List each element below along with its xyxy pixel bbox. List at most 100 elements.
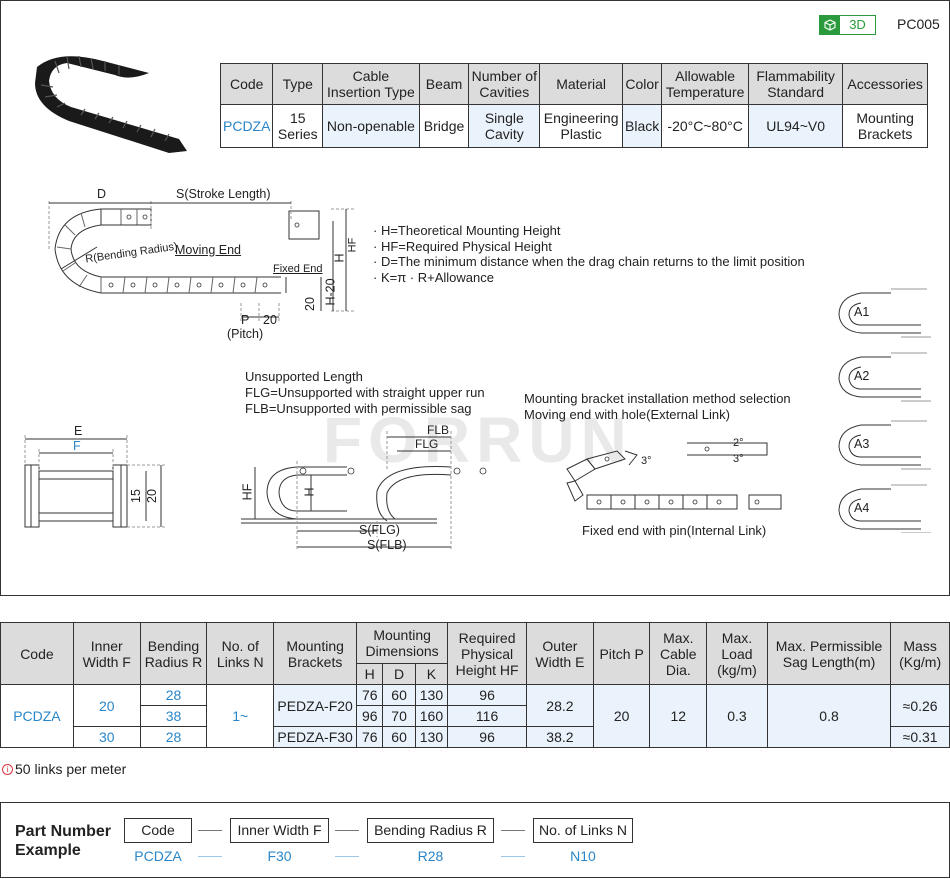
product-code: PC005 [897,16,940,32]
cell-pitch: 20 [592,684,651,748]
dimension-notes: · H=Theoretical Mounting Height · HF=Req… [373,223,805,286]
note-line: · HF=Required Physical Height [373,238,552,254]
spec-cell: Engineering Plastic [539,104,624,148]
cell-k: 130 [414,684,449,706]
cell-bracket: PEDZA-F20 [273,684,358,727]
dim-f: F [73,439,81,453]
dim-hf: HF [346,237,359,253]
product-info-panel: 3D PC005 Code Type Cable Insertion Type … [0,0,950,596]
spec-cell: Non-openable [322,104,420,148]
spec-header: Code [219,63,274,105]
pn-field-code: Code [124,818,192,843]
pn-value-links: N10 [570,848,596,864]
spec-header: Number of Cavities [468,63,541,105]
pn-value-separator [198,856,222,857]
links-note: i 50 links per meter [2,761,126,777]
table-row: PCDZA 20 28 1~ PEDZA-F20 76 60 130 96 28… [0,684,950,748]
spec-header: Color [622,63,663,105]
pn-field-links: No. of Links N [533,818,633,843]
pn-value-bending-radius: R28 [417,848,444,864]
spec-table: Code Type Cable Insertion Type Beam Numb… [219,63,928,148]
cell-mass: ≈0.26 [890,684,950,727]
cell-bracket: PEDZA-F30 [273,726,358,748]
cell-d: 70 [382,705,416,727]
cell-hf: 116 [447,705,528,727]
angle-2: 2° [733,437,744,449]
col-k: K [414,663,449,685]
col-h: H [356,663,384,685]
dim-h-20: H-20 [323,278,338,306]
col-links: No. of Links N [206,622,275,685]
unsupported-flb: FLB=Unsupported with permissible sag [245,401,472,416]
note-line: · H=Theoretical Mounting Height [373,223,561,238]
pn-field-inner-width: Inner Width F [230,818,329,843]
cell-h: 76 [356,684,384,706]
moving-end-label: Moving End [175,243,242,257]
dim-p: P [241,313,250,327]
spec-header: Cable Insertion Type [322,63,420,105]
cell-cable-dia: 12 [649,684,708,748]
cell-links: 1~ [206,684,275,748]
pitch-label: (Pitch) [227,327,264,341]
3d-label: 3D [849,17,866,32]
installation-options-diagram [838,288,931,533]
spec-cell: Mounting Brackets [842,104,928,148]
cell-outer: 38.2 [526,726,594,748]
model-table: Code Inner Width F Bending Radius R No. … [0,622,950,748]
fixed-end-label: Fixed End [273,263,323,275]
dim-20: 20 [302,297,317,311]
dim-flg: FLG [415,437,439,451]
option-a1: A1 [854,305,870,319]
unsupported-flg: FLG=Unsupported with straight upper run [245,385,485,400]
cell-hf: 96 [447,684,528,706]
spec-header: Flammability Standard [748,63,844,105]
cross-section-diagram [24,435,165,528]
pn-value-separator [335,856,359,857]
dim-h: H [332,253,347,263]
cell-radius: 38 [139,705,208,727]
3d-view-button[interactable]: 3D [819,15,876,35]
product-image [35,55,187,154]
spec-cell: Black [622,104,663,148]
unsupported-length-diagram [241,431,487,551]
spec-cell-code: PCDZA [219,104,274,148]
spec-cell: Bridge [418,104,470,148]
col-pitch: Pitch P [592,622,651,685]
part-number-title: Part Number Example [15,822,111,860]
cell-max-load: 0.3 [706,684,768,748]
note-line: · D=The minimum distance when the drag c… [373,254,805,270]
pn-value-separator [501,856,525,857]
cell-h: 96 [356,705,384,727]
table-row: 30 28 PEDZA-F30 76 60 130 96 38.2 ≈0.31 [1,726,950,748]
cell-k: 130 [414,726,449,748]
col-brackets: Mounting Brackets [273,622,358,685]
dim-h2: H [302,487,317,497]
col-bending-radius: Bending Radius R [139,622,208,685]
unsupported-title: Unsupported Length [245,369,363,384]
col-d: D [382,663,416,685]
col-outer-width: Outer Width E [526,622,594,685]
dim-p20: 20 [263,313,277,327]
part-number-title-line: Example [15,842,81,859]
dim-d: D [97,187,107,201]
spec-header: Accessories [842,63,928,105]
cell-code: PCDZA [0,684,74,748]
col-code: Code [0,622,74,685]
option-a3: A3 [854,437,870,451]
cell-d: 60 [382,684,416,706]
option-a2: A2 [854,369,870,383]
cell-d: 60 [382,726,416,748]
spec-cell: -20°C~80°C [661,104,750,148]
spec-header: Type [272,63,324,105]
pn-value-inner-width: F30 [267,848,292,864]
col-max-load: Max. Load (kg/m) [706,622,768,685]
cell-inner-width: 30 [72,726,141,748]
note-line: · K=π · R+Allowance [373,270,494,286]
dim-sflg: S(FLG) [359,523,400,537]
dim-sflb: S(FLB) [367,538,407,552]
spec-cell: UL94~V0 [748,104,844,148]
pn-value-code: PCDZA [134,848,182,864]
spec-cell: Single Cavity [468,104,541,148]
col-inner-width: Inner Width F [72,622,141,685]
spec-cell: 15 Series [272,104,324,148]
